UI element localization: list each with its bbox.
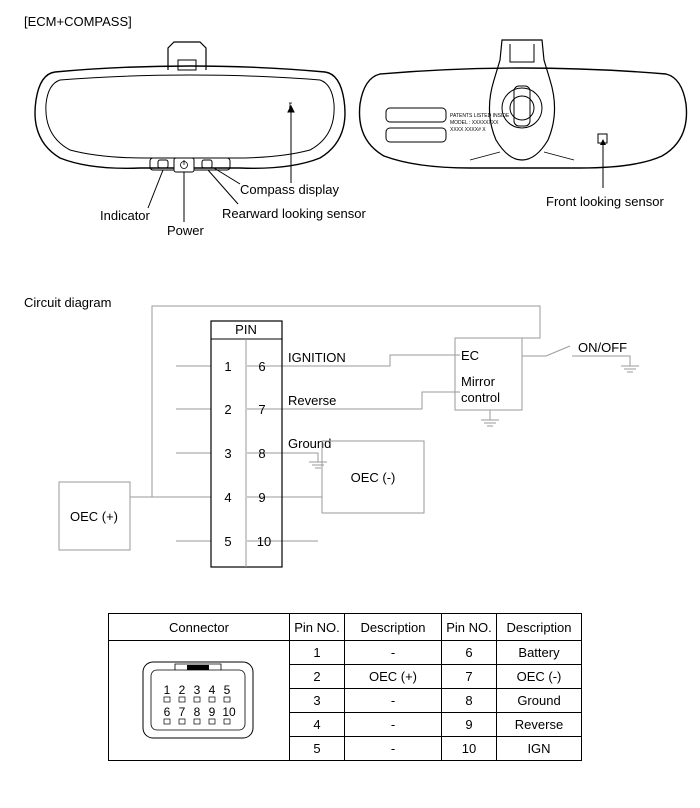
sticker-text: PATENTS LISTED INSIDE MODEL : XXXXXXXX X… bbox=[450, 113, 510, 133]
pin-cell: 9 bbox=[441, 712, 497, 737]
plug-pin-label: 9 bbox=[209, 705, 216, 719]
svg-text:OEC (+): OEC (+) bbox=[70, 509, 118, 524]
reverse-label: Reverse bbox=[288, 393, 336, 408]
table-row: 5 - 10 IGN bbox=[109, 736, 582, 761]
pin-number: 4 bbox=[224, 490, 231, 505]
ground-label: Ground bbox=[288, 436, 331, 451]
pin-cell: 1 bbox=[289, 640, 345, 665]
pin-cell: 10 bbox=[441, 736, 497, 761]
power-button[interactable] bbox=[173, 157, 195, 173]
pin-number: 5 bbox=[224, 534, 231, 549]
desc-cell: Ground bbox=[496, 688, 582, 713]
plug-pin-label: 1 bbox=[164, 683, 171, 697]
desc-cell: Reverse bbox=[496, 712, 582, 737]
pin-cell: 4 bbox=[289, 712, 345, 737]
connector-table: Connector Pin NO. Description Pin NO. De… bbox=[108, 613, 582, 761]
svg-text:Mirror: Mirror bbox=[461, 374, 496, 389]
col-header: Connector bbox=[108, 613, 290, 641]
pin-header: PIN bbox=[235, 322, 257, 337]
ec-mirror-control-box: EC Mirror control bbox=[454, 337, 523, 411]
connector-plug-icon: 1 2 3 4 5 6 7 8 9 10 bbox=[142, 661, 254, 739]
svg-text:XXXX XXXX# X: XXXX XXXX# X bbox=[450, 127, 486, 133]
oec-minus-box: OEC (-) bbox=[321, 440, 425, 514]
compass-display-label: Compass display bbox=[240, 182, 339, 197]
ground-symbols bbox=[309, 365, 639, 469]
pin-number: 2 bbox=[224, 402, 231, 417]
desc-cell: - bbox=[344, 640, 442, 665]
pin-number: 7 bbox=[258, 402, 265, 417]
desc-cell: - bbox=[344, 712, 442, 737]
svg-text:control: control bbox=[461, 390, 500, 405]
plug-pin-label: 4 bbox=[209, 683, 216, 697]
pin-cell: 3 bbox=[289, 688, 345, 713]
table-row: 4 - 9 Reverse bbox=[109, 712, 582, 737]
desc-cell: IGN bbox=[496, 736, 582, 761]
table-row: 1 2 3 4 5 6 7 8 9 10 1 - 6 Batter bbox=[108, 640, 582, 761]
pin-cell: 8 bbox=[441, 688, 497, 713]
plug-pin-label: 8 bbox=[194, 705, 201, 719]
connector-plug-cell: 1 2 3 4 5 6 7 8 9 10 bbox=[108, 640, 290, 761]
circuit-title: Circuit diagram bbox=[24, 295, 111, 310]
pin-cell: 5 bbox=[289, 736, 345, 761]
svg-text:EC: EC bbox=[461, 348, 479, 363]
plug-pin-label: 10 bbox=[222, 705, 236, 719]
pin-cell: 7 bbox=[441, 664, 497, 689]
plug-pin-label: 5 bbox=[224, 683, 231, 697]
front-leaders bbox=[147, 104, 295, 222]
col-header: Pin NO. bbox=[441, 613, 497, 641]
pin-number: 8 bbox=[258, 446, 265, 461]
mirror-back bbox=[358, 39, 688, 169]
mirror-front bbox=[34, 41, 346, 171]
page-title: [ECM+COMPASS] bbox=[24, 14, 132, 29]
pin-cell: 2 bbox=[289, 664, 345, 689]
desc-cell: Battery bbox=[496, 640, 582, 665]
indicator-icon bbox=[157, 159, 169, 169]
rearward-sensor-icon bbox=[201, 159, 213, 169]
pin-number: 9 bbox=[258, 490, 265, 505]
pin-cell: 6 bbox=[441, 640, 497, 665]
desc-cell: OEC (+) bbox=[344, 664, 442, 689]
pin-number: 6 bbox=[258, 359, 265, 374]
table-row: 3 - 8 Ground bbox=[109, 688, 582, 713]
circuit-wires bbox=[130, 305, 631, 542]
front-sensor-label: Front looking sensor bbox=[546, 194, 664, 209]
svg-text:OEC (-): OEC (-) bbox=[351, 470, 396, 485]
indicator-label: Indicator bbox=[100, 208, 151, 223]
ignition-label: IGNITION bbox=[288, 350, 346, 365]
rearward-sensor-label: Rearward looking sensor bbox=[222, 206, 366, 221]
plug-pin-label: 6 bbox=[164, 705, 171, 719]
plug-pin-label: 3 bbox=[194, 683, 201, 697]
col-header: Description bbox=[344, 613, 442, 641]
desc-cell: OEC (-) bbox=[496, 664, 582, 689]
desc-cell: - bbox=[344, 688, 442, 713]
pin-number: 1 bbox=[224, 359, 231, 374]
plug-pin-label: 2 bbox=[179, 683, 186, 697]
col-header: Description bbox=[496, 613, 582, 641]
col-header: Pin NO. bbox=[289, 613, 345, 641]
plug-pin-label: 7 bbox=[179, 705, 186, 719]
svg-text:MODEL : XXXXXXXX: MODEL : XXXXXXXX bbox=[450, 120, 499, 126]
desc-cell: - bbox=[344, 736, 442, 761]
pin-number: 10 bbox=[257, 534, 271, 549]
oec-plus-box: OEC (+) bbox=[58, 481, 131, 551]
switch-label: ON/OFF bbox=[578, 340, 627, 355]
pin-block: PIN 1 2 3 4 5 6 7 8 9 10 bbox=[210, 320, 283, 568]
svg-text:PATENTS LISTED INSIDE: PATENTS LISTED INSIDE bbox=[450, 113, 510, 119]
pin-number: 3 bbox=[224, 446, 231, 461]
power-label: Power bbox=[167, 223, 205, 238]
